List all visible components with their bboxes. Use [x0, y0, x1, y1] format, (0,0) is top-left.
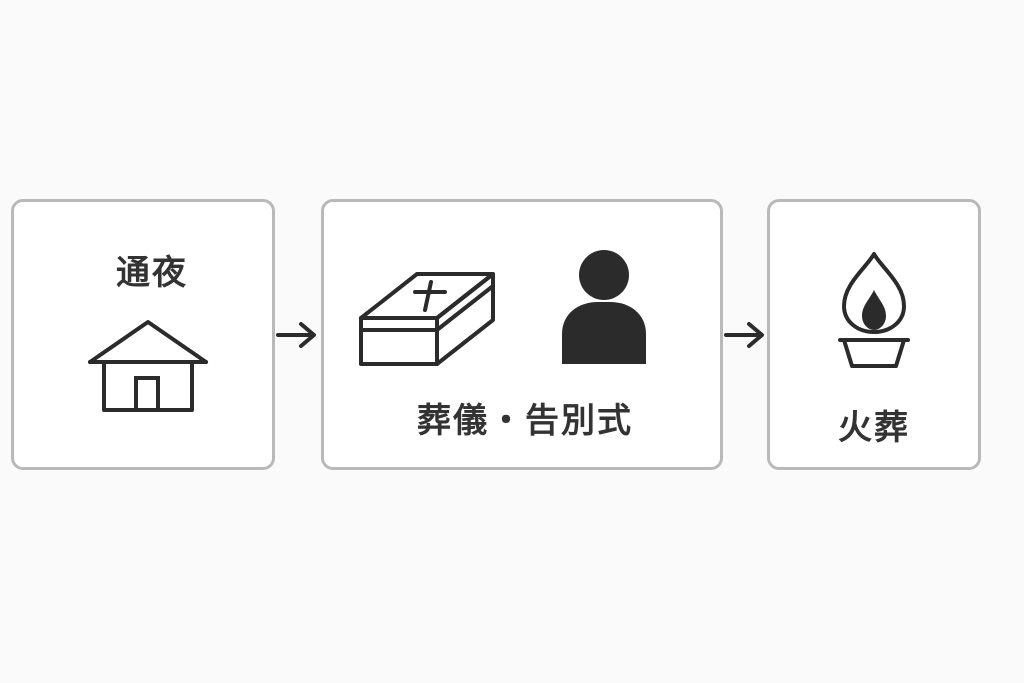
arrow-right-icon: [276, 322, 316, 348]
flame-icon: [838, 252, 910, 368]
step-box-cremation: [767, 199, 981, 470]
house-icon: [88, 320, 208, 412]
step-label-cremation: 火葬: [838, 408, 910, 448]
arrow-right-icon: [724, 322, 764, 348]
step-box-wake: [11, 199, 275, 470]
step-box-funeral: [321, 199, 723, 470]
coffin-icon: [359, 272, 495, 366]
person-icon: [562, 250, 646, 364]
step-label-wake: 通夜: [116, 253, 188, 293]
step-label-funeral: 葬儀・告別式: [417, 401, 633, 441]
